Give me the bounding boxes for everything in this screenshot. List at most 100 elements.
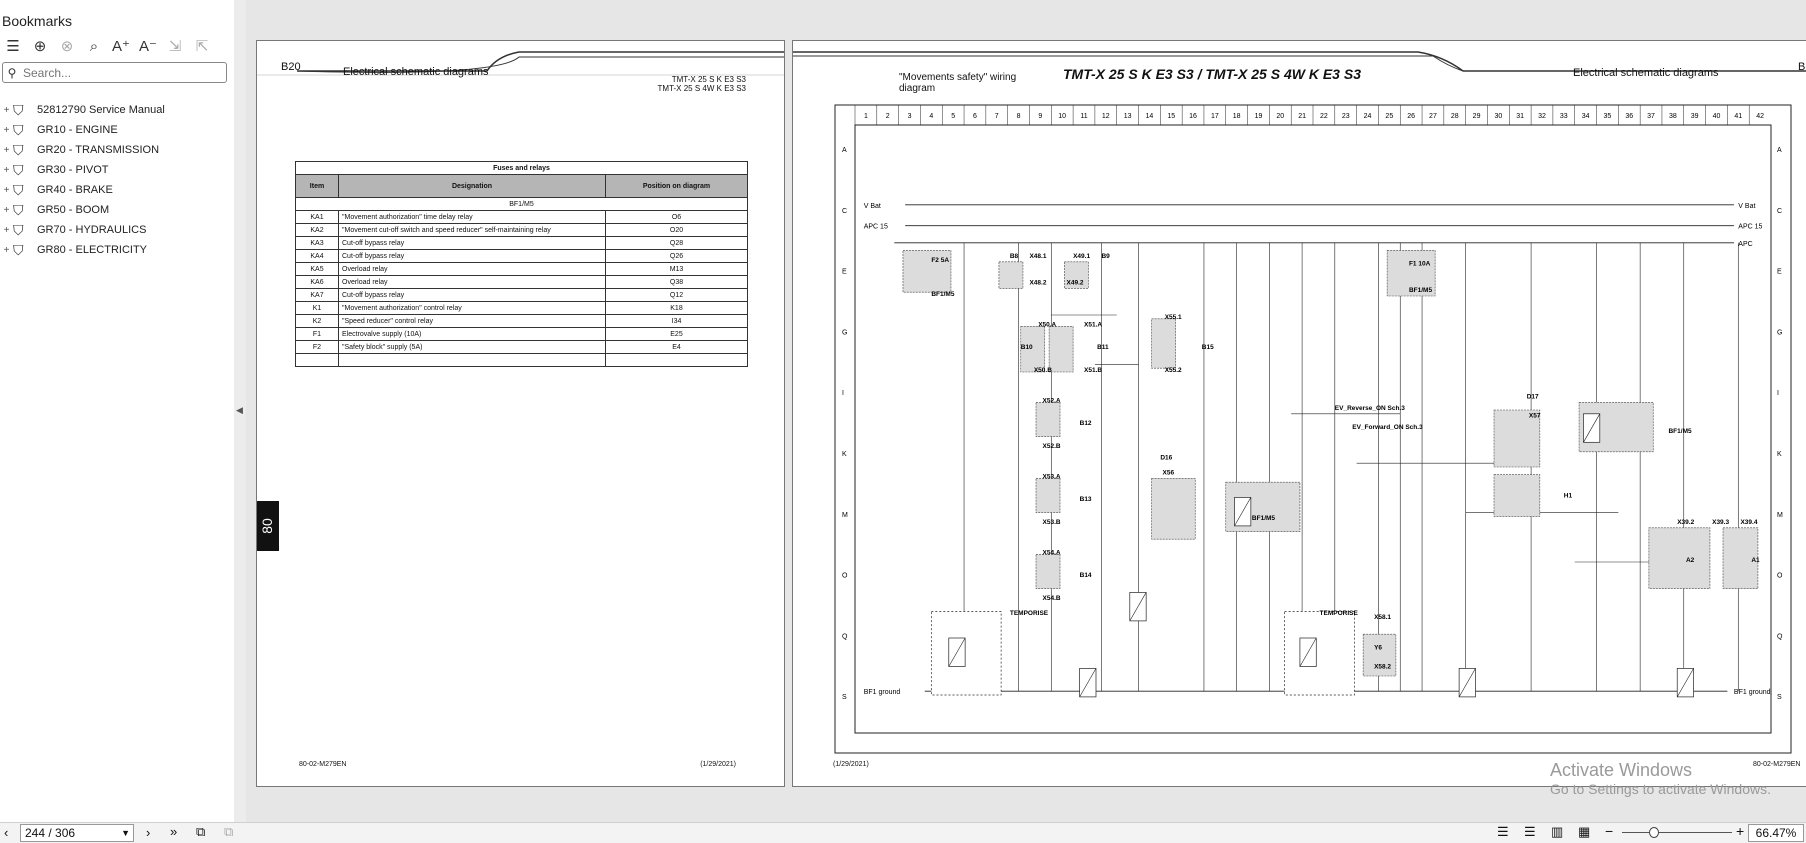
- bookmark-options-icon[interactable]: ☰: [6, 38, 20, 55]
- expand-all-icon[interactable]: ⇲: [168, 38, 182, 55]
- shrink-text-icon[interactable]: A⁻: [139, 38, 157, 55]
- rotate-icon[interactable]: ⧉: [224, 824, 234, 839]
- rail-label-right: V Bat: [1738, 203, 1755, 210]
- document-viewer[interactable]: B20 Electrical schematic diagrams TMT-X …: [246, 0, 1806, 822]
- bookmark-icon: ⛉: [13, 141, 24, 158]
- row-letter: K: [842, 451, 847, 458]
- schematic-label: X54.B: [1043, 595, 1061, 602]
- continuous-view-icon[interactable]: ☰: [1524, 824, 1536, 839]
- row-letter-right: C: [1777, 208, 1782, 215]
- cell-item: KA1: [295, 210, 339, 224]
- add-bookmark-icon[interactable]: ⊕: [33, 38, 47, 55]
- column-number: 28: [1451, 113, 1459, 120]
- bookmark-search-box[interactable]: ⚲: [2, 62, 227, 83]
- row-letter: I: [842, 390, 844, 397]
- column-number: 26: [1407, 113, 1415, 120]
- document-page-right: "Movements safety" wiring diagram TMT-X …: [792, 40, 1806, 787]
- expand-toggle-icon[interactable]: +: [3, 204, 10, 216]
- collapse-panel-icon[interactable]: ◀: [236, 405, 243, 415]
- facing-continuous-view-icon[interactable]: ▦: [1578, 824, 1591, 839]
- prev-page-icon[interactable]: ‹: [4, 825, 9, 840]
- find-bookmark-icon[interactable]: ⌕: [89, 37, 99, 55]
- cell-position: O20: [605, 223, 748, 237]
- column-number: 15: [1167, 113, 1175, 120]
- rail-label-left: APC 15: [864, 224, 888, 231]
- expand-toggle-icon[interactable]: +: [3, 124, 10, 136]
- bookmark-list: +⛉52812790 Service Manual+⛉GR10 - ENGINE…: [0, 100, 232, 260]
- column-number: 12: [1102, 113, 1110, 120]
- column-number: 38: [1669, 113, 1677, 120]
- column-number: 6: [973, 113, 977, 120]
- expand-toggle-icon[interactable]: +: [3, 104, 10, 116]
- bookmark-item[interactable]: +⛉GR30 - PIVOT: [0, 160, 232, 180]
- facing-view-icon[interactable]: ▥: [1551, 824, 1564, 839]
- component-box: [1151, 478, 1196, 540]
- fuses-relays-table: Fuses and relays Item Designation Positi…: [295, 161, 748, 367]
- rail-label-right: APC: [1738, 241, 1752, 248]
- schematic-label: X55.1: [1165, 314, 1182, 321]
- rail-label-right: APC 15: [1738, 224, 1762, 231]
- bookmark-item[interactable]: +⛉GR70 - HYDRAULICS: [0, 220, 232, 240]
- bookmark-item[interactable]: +⛉ 52812790 Service Manual: [0, 100, 232, 120]
- bookmarks-title: Bookmarks: [2, 13, 73, 29]
- section-code: B20: [281, 61, 301, 73]
- bookmark-icon: ⛉: [13, 101, 24, 118]
- bookmark-item[interactable]: +⛉GR80 - ELECTRICITY: [0, 240, 232, 260]
- panel-splitter[interactable]: ◀: [234, 0, 246, 822]
- expand-toggle-icon[interactable]: +: [3, 224, 10, 236]
- column-number: 4: [929, 113, 933, 120]
- column-number: 18: [1233, 113, 1241, 120]
- schematic-label: X48.1: [1029, 253, 1046, 260]
- model-heading: TMT-X 25 S K E3 S3 TMT-X 25 S 4W K E3 S3: [658, 75, 746, 93]
- activate-windows-watermark: Activate Windows Go to Settings to activ…: [1550, 760, 1771, 797]
- zoom-out-icon[interactable]: −: [1605, 823, 1614, 839]
- collapse-all-icon[interactable]: ⇱: [195, 38, 209, 55]
- component-box: [1035, 554, 1061, 589]
- page-number-value: 244 / 306: [25, 826, 76, 840]
- next-page-icon[interactable]: ›: [146, 825, 151, 840]
- footer-code: 80-02-M279EN: [299, 761, 347, 768]
- fit-page-icon[interactable]: ⧉: [196, 824, 206, 839]
- cell-position: O6: [605, 210, 748, 224]
- bookmark-label: GR80 - ELECTRICITY: [37, 244, 148, 256]
- cell-item: KA2: [295, 223, 339, 237]
- expand-toggle-icon[interactable]: +: [3, 164, 10, 176]
- watermark-line1: Activate Windows: [1550, 760, 1693, 780]
- bookmark-item[interactable]: +⛉GR40 - BRAKE: [0, 180, 232, 200]
- model-line1: TMT-X 25 S K E3 S3: [671, 75, 746, 84]
- zoom-input[interactable]: 66.47%: [1748, 824, 1804, 842]
- expand-toggle-icon[interactable]: +: [3, 184, 10, 196]
- zoom-slider[interactable]: [1622, 832, 1732, 833]
- row-letter-right: Q: [1777, 633, 1783, 640]
- last-page-icon[interactable]: »: [170, 824, 178, 839]
- schematic-label: A2: [1686, 557, 1695, 564]
- column-number: 13: [1124, 113, 1132, 120]
- ground-label-right: BF1 ground: [1734, 689, 1771, 696]
- row-letter-right: I: [1777, 390, 1779, 397]
- bookmark-item[interactable]: +⛉GR10 - ENGINE: [0, 120, 232, 140]
- bookmark-search-input[interactable]: [21, 64, 215, 81]
- zoom-in-icon[interactable]: +: [1736, 823, 1745, 839]
- relay-coil-slash: [1234, 497, 1252, 527]
- column-number: 7: [995, 113, 999, 120]
- header-title-right: Electrical schematic diagrams: [1573, 67, 1719, 79]
- bookmark-item[interactable]: +⛉GR50 - BOOM: [0, 200, 232, 220]
- expand-toggle-icon[interactable]: +: [3, 144, 10, 156]
- zoom-slider-thumb[interactable]: [1649, 827, 1659, 838]
- cell-position: K18: [605, 301, 748, 315]
- column-number: 31: [1516, 113, 1524, 120]
- expand-text-icon[interactable]: A⁺: [112, 38, 130, 55]
- expand-toggle-icon[interactable]: +: [3, 244, 10, 256]
- page-selector[interactable]: 244 / 306 ▼: [20, 824, 134, 842]
- cell-designation: Cut-off bypass relay: [338, 236, 606, 250]
- bookmark-label: 52812790 Service Manual: [37, 104, 165, 116]
- schematic-label: X52.A: [1043, 397, 1061, 404]
- bookmark-item[interactable]: +⛉GR20 - TRANSMISSION: [0, 140, 232, 160]
- single-page-view-icon[interactable]: ☰: [1497, 824, 1509, 839]
- cell-item: KA3: [295, 236, 339, 250]
- column-number: 9: [1038, 113, 1042, 120]
- delete-bookmark-icon[interactable]: ⊗: [60, 38, 74, 55]
